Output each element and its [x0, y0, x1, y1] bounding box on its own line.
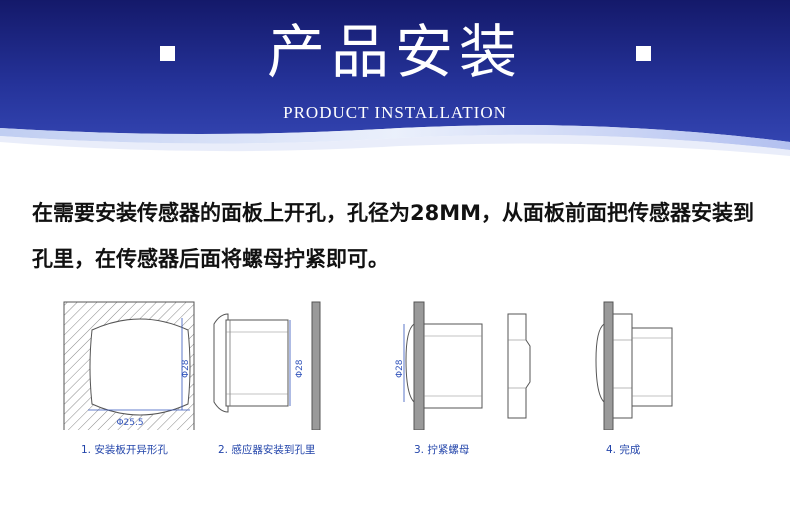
step2-diagram: Φ28 [213, 301, 321, 430]
installation-diagrams: Φ25.5 Φ28 Φ28 Φ28 [63, 301, 673, 430]
step1-dim-vertical: Φ28 [181, 359, 191, 378]
step4-caption: 4. 完成 [606, 444, 641, 456]
installation-description: 在需要安装传感器的面板上开孔，孔径为28MM，从面板前面把传感器安装到孔里，在传… [32, 201, 755, 271]
page-title: 产品安装 [266, 18, 523, 86]
step1-caption: 1. 安装板开异形孔 [81, 444, 168, 456]
step1-diagram: Φ25.5 Φ28 [63, 301, 195, 430]
step3-dim-vertical: Φ28 [395, 359, 405, 378]
page-subtitle: PRODUCT INSTALLATION [283, 103, 507, 122]
title-bullet-right [636, 46, 651, 61]
header-banner: 产品安装 PRODUCT INSTALLATION [0, 0, 790, 170]
title-bullet-left [160, 46, 175, 61]
step3-diagram: Φ28 [395, 301, 531, 430]
step2-caption: 2. 感应器安装到孔里 [218, 444, 316, 456]
step3-caption: 3. 拧紧螺母 [414, 444, 470, 456]
step2-dim-vertical: Φ28 [295, 359, 305, 378]
banner-background [0, 0, 790, 156]
step4-diagram [595, 301, 673, 430]
step1-dim-horizontal: Φ25.5 [116, 418, 143, 428]
